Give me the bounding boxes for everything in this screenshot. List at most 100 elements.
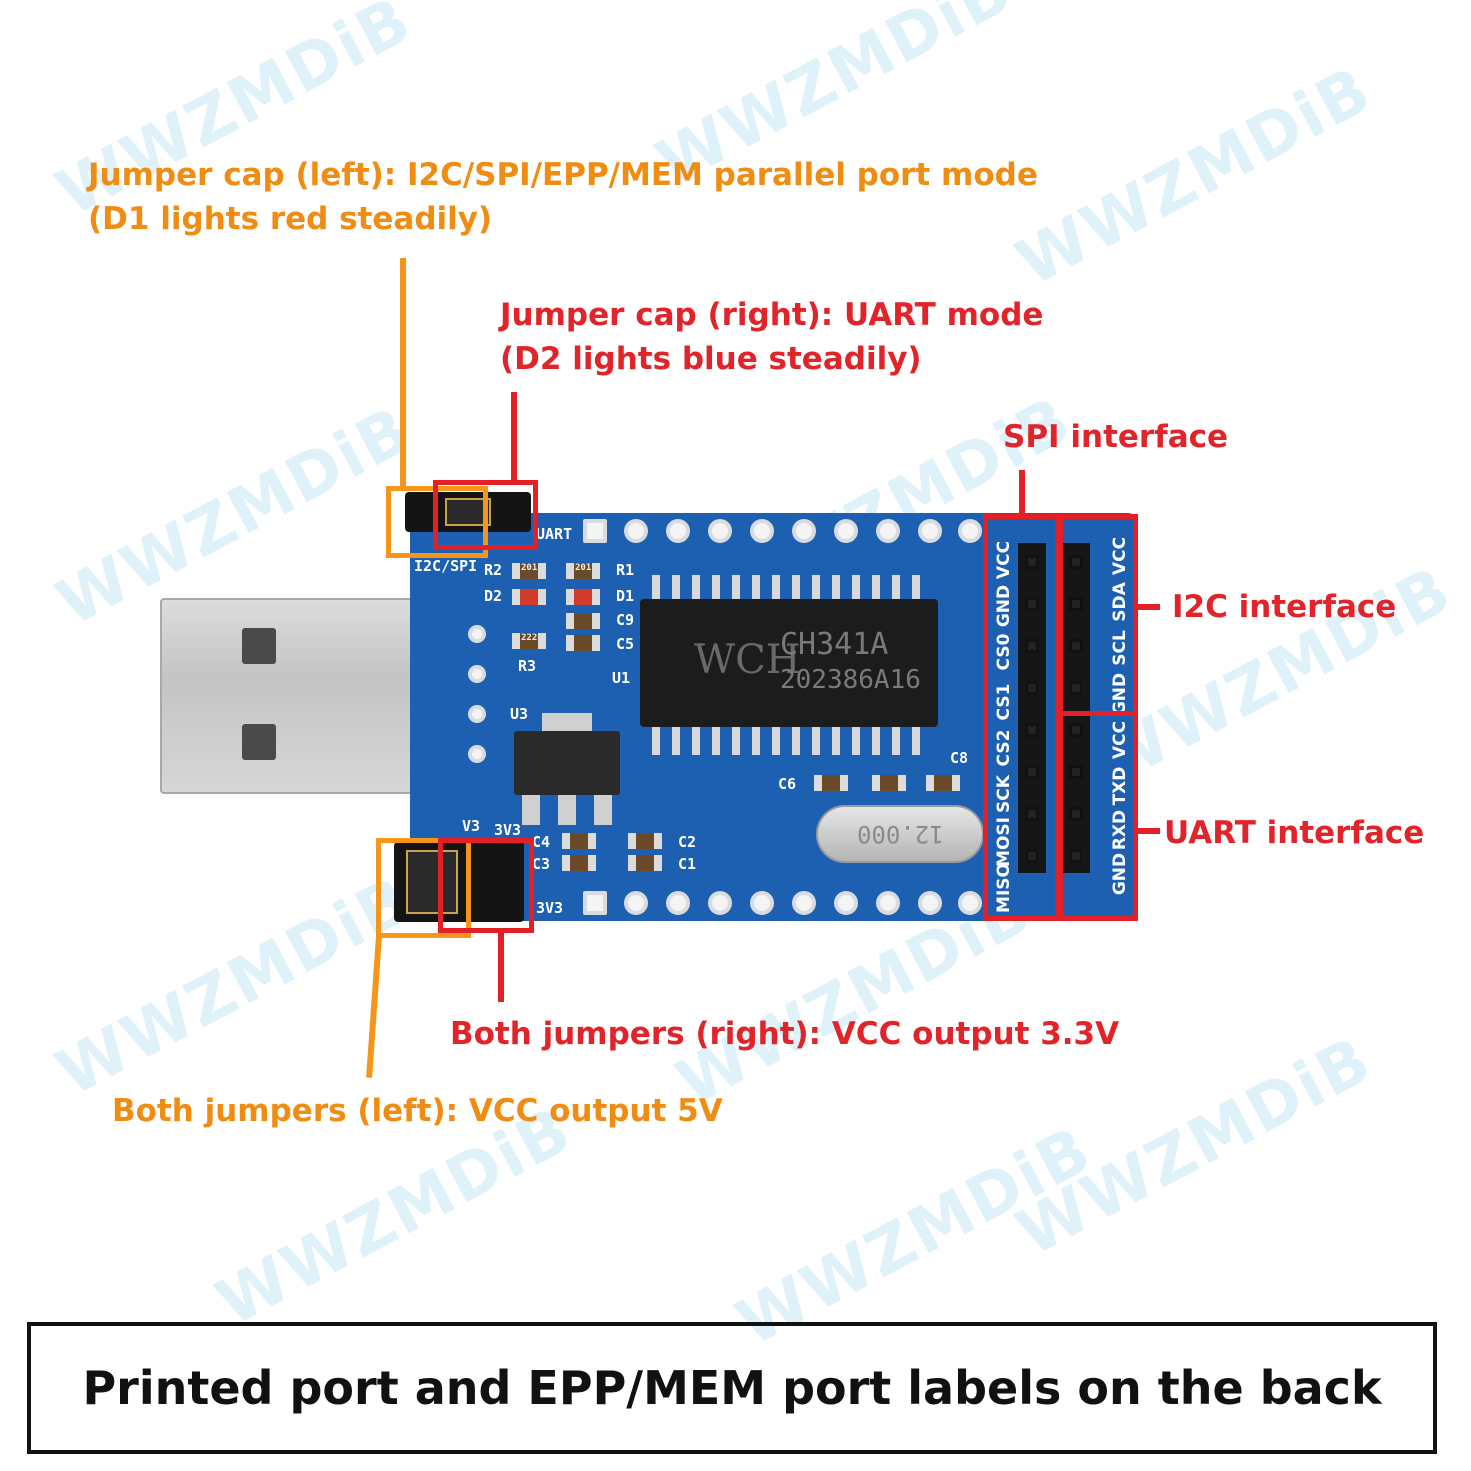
highlight-spi-header <box>983 514 1063 921</box>
voltage-regulator <box>514 731 620 795</box>
regulator-leg <box>558 795 576 825</box>
header-pin <box>1069 723 1083 737</box>
silk-r2: R2 <box>484 561 503 579</box>
header-pin <box>1025 849 1039 863</box>
capacitor <box>814 775 848 791</box>
silk-c5: C5 <box>616 635 635 653</box>
pin-hole <box>624 519 648 543</box>
watermark: WWZMDiB <box>1005 52 1384 302</box>
silk-uart: UART <box>536 525 573 543</box>
annotation-uart: UART interface <box>1164 815 1425 851</box>
led-d2 <box>512 589 546 605</box>
resistor-code: 201 <box>521 563 538 573</box>
resistor <box>512 563 546 579</box>
header-pin <box>1069 597 1083 611</box>
chip-code: 202386A16 <box>780 665 921 695</box>
usb-slot <box>242 724 276 760</box>
annotation-both-left: Both jumpers (left): VCC output 5V <box>112 1093 723 1129</box>
leader-line <box>1138 828 1160 834</box>
pin-hole <box>468 705 486 723</box>
header-pin <box>1025 639 1039 653</box>
annotation-jumper-right-title: Jumper cap (right): UART mode <box>500 297 1044 333</box>
pin-hole <box>958 519 982 543</box>
pin-hole <box>583 519 607 543</box>
led-d1 <box>566 589 600 605</box>
silk-u3: U3 <box>510 705 529 723</box>
capacitor <box>628 855 662 871</box>
silk-r1: R1 <box>616 561 635 579</box>
footer-note: Printed port and EPP/MEM port labels on … <box>82 1361 1382 1415</box>
header-pin <box>1025 555 1039 569</box>
header-pin <box>1069 555 1083 569</box>
header-pin <box>1069 639 1083 653</box>
capacitor <box>566 613 600 629</box>
pin-hole <box>666 519 690 543</box>
pin-hole <box>708 891 732 915</box>
chip-maker-logo: WCH <box>694 637 801 683</box>
capacitor <box>628 833 662 849</box>
pin-hole <box>958 891 982 915</box>
annotation-spi: SPI interface <box>1003 419 1229 455</box>
pin-hole <box>750 519 774 543</box>
annotation-both-right: Both jumpers (right): VCC output 3.3V <box>450 1016 1120 1052</box>
pin-hole <box>624 891 648 915</box>
chip-legs <box>652 727 928 755</box>
chip-name: CH341A <box>780 627 889 662</box>
silk-c8: C8 <box>950 749 969 767</box>
pin-hole <box>876 519 900 543</box>
leader-line <box>1138 604 1160 610</box>
capacitor <box>566 635 600 651</box>
pin-hole <box>468 745 486 763</box>
pin-hole <box>583 891 607 915</box>
capacitor <box>562 833 596 849</box>
highlight-uart-header <box>1055 711 1138 921</box>
pin-hole <box>834 891 858 915</box>
regulator-tab <box>542 713 592 731</box>
chip-legs <box>652 575 928 599</box>
silk-c9: C9 <box>616 611 635 629</box>
highlight-both-right <box>438 838 534 933</box>
jumper-bottom <box>394 842 524 922</box>
resistor <box>512 633 546 649</box>
silk-c2: C2 <box>678 833 697 851</box>
header-pin <box>1069 849 1083 863</box>
highlight-jumper-right <box>433 480 538 550</box>
regulator-leg <box>594 795 612 825</box>
pin-hole <box>750 891 774 915</box>
pin-hole <box>468 665 486 683</box>
pin-hole <box>876 891 900 915</box>
header-pin <box>1025 597 1039 611</box>
leader-line <box>511 392 517 482</box>
pcb-board: UART I2C/SPI R2 D2 R1 D1 C9 C5 R3 U1 U3 … <box>410 513 1138 921</box>
silk-v3: V3 <box>462 817 481 835</box>
header-pin <box>1025 681 1039 695</box>
pin-hole <box>792 519 816 543</box>
header-pin <box>1025 723 1039 737</box>
leader-line <box>498 932 504 1002</box>
footer-note-box: Printed port and EPP/MEM port labels on … <box>27 1322 1437 1454</box>
silk-c3: C3 <box>532 855 551 873</box>
silk-c4: C4 <box>532 833 551 851</box>
usb-slot <box>242 628 276 664</box>
silk-c6: C6 <box>778 775 797 793</box>
annotation-jumper-left-title: Jumper cap (left): I2C/SPI/EPP/MEM paral… <box>88 157 1038 193</box>
annotation-i2c: I2C interface <box>1172 589 1397 625</box>
highlight-both-left <box>376 838 471 938</box>
silk-3v3: 3V3 <box>536 899 564 917</box>
capacitor <box>562 855 596 871</box>
header-pin <box>1069 807 1083 821</box>
resistor-code: 201 <box>575 563 592 573</box>
regulator-leg <box>522 795 540 825</box>
silk-i2cspi: I2C/SPI <box>414 557 478 575</box>
annotation-jumper-left-sub: (D1 lights red steadily) <box>88 201 493 237</box>
highlight-i2c-header <box>1055 514 1138 716</box>
leader-line <box>1019 470 1025 516</box>
leader-line <box>366 935 382 1078</box>
crystal-label: 12.000 <box>856 820 944 848</box>
crystal-oscillator: 12.000 <box>816 805 984 863</box>
pin-hole <box>918 891 942 915</box>
header-pin <box>1025 765 1039 779</box>
resistor-code: 222 <box>521 633 538 643</box>
ch341a-chip: WCH CH341A 202386A16 <box>640 599 938 727</box>
silk-r3: R3 <box>518 657 537 675</box>
